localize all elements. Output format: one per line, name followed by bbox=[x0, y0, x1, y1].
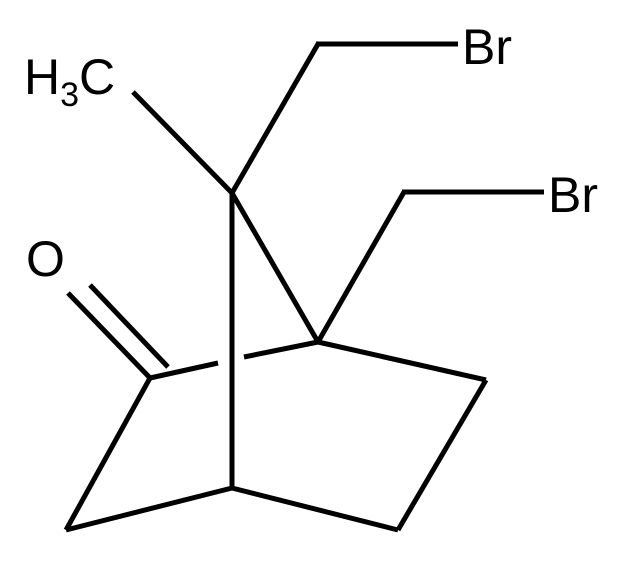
bond-bridgehead-carbonyl-left bbox=[149, 360, 219, 381]
bromine-top-label: Br bbox=[462, 19, 512, 75]
bond-bridgehead-carbonyl-right bbox=[243, 339, 319, 360]
bond-ch2-bridgehead-top bbox=[317, 339, 487, 383]
bond-carbonyl-double-inner bbox=[88, 283, 170, 369]
bond-ch2-ch2-right bbox=[395, 378, 489, 532]
methyl-label: H3C bbox=[24, 49, 115, 114]
bonds bbox=[63, 41, 544, 533]
bromine-right-label: Br bbox=[548, 167, 598, 223]
bond-bridge-ch2-top bbox=[229, 42, 321, 195]
bond-carbonyl-double-outer bbox=[66, 291, 154, 382]
bond-bridgehead-ch2-right bbox=[315, 190, 407, 344]
bond-ch2-bridgehead-bottom bbox=[65, 485, 233, 533]
bond-bridge-bridgehead-top bbox=[229, 191, 321, 344]
bond-carbonyl-ch2 bbox=[63, 376, 153, 532]
oxygen-label: O bbox=[26, 231, 65, 287]
bond-bridge-methyl bbox=[131, 90, 234, 195]
atom-labels: H3C O Br Br bbox=[24, 19, 598, 287]
bond-bridgehead-ch2-bottom bbox=[231, 485, 399, 533]
